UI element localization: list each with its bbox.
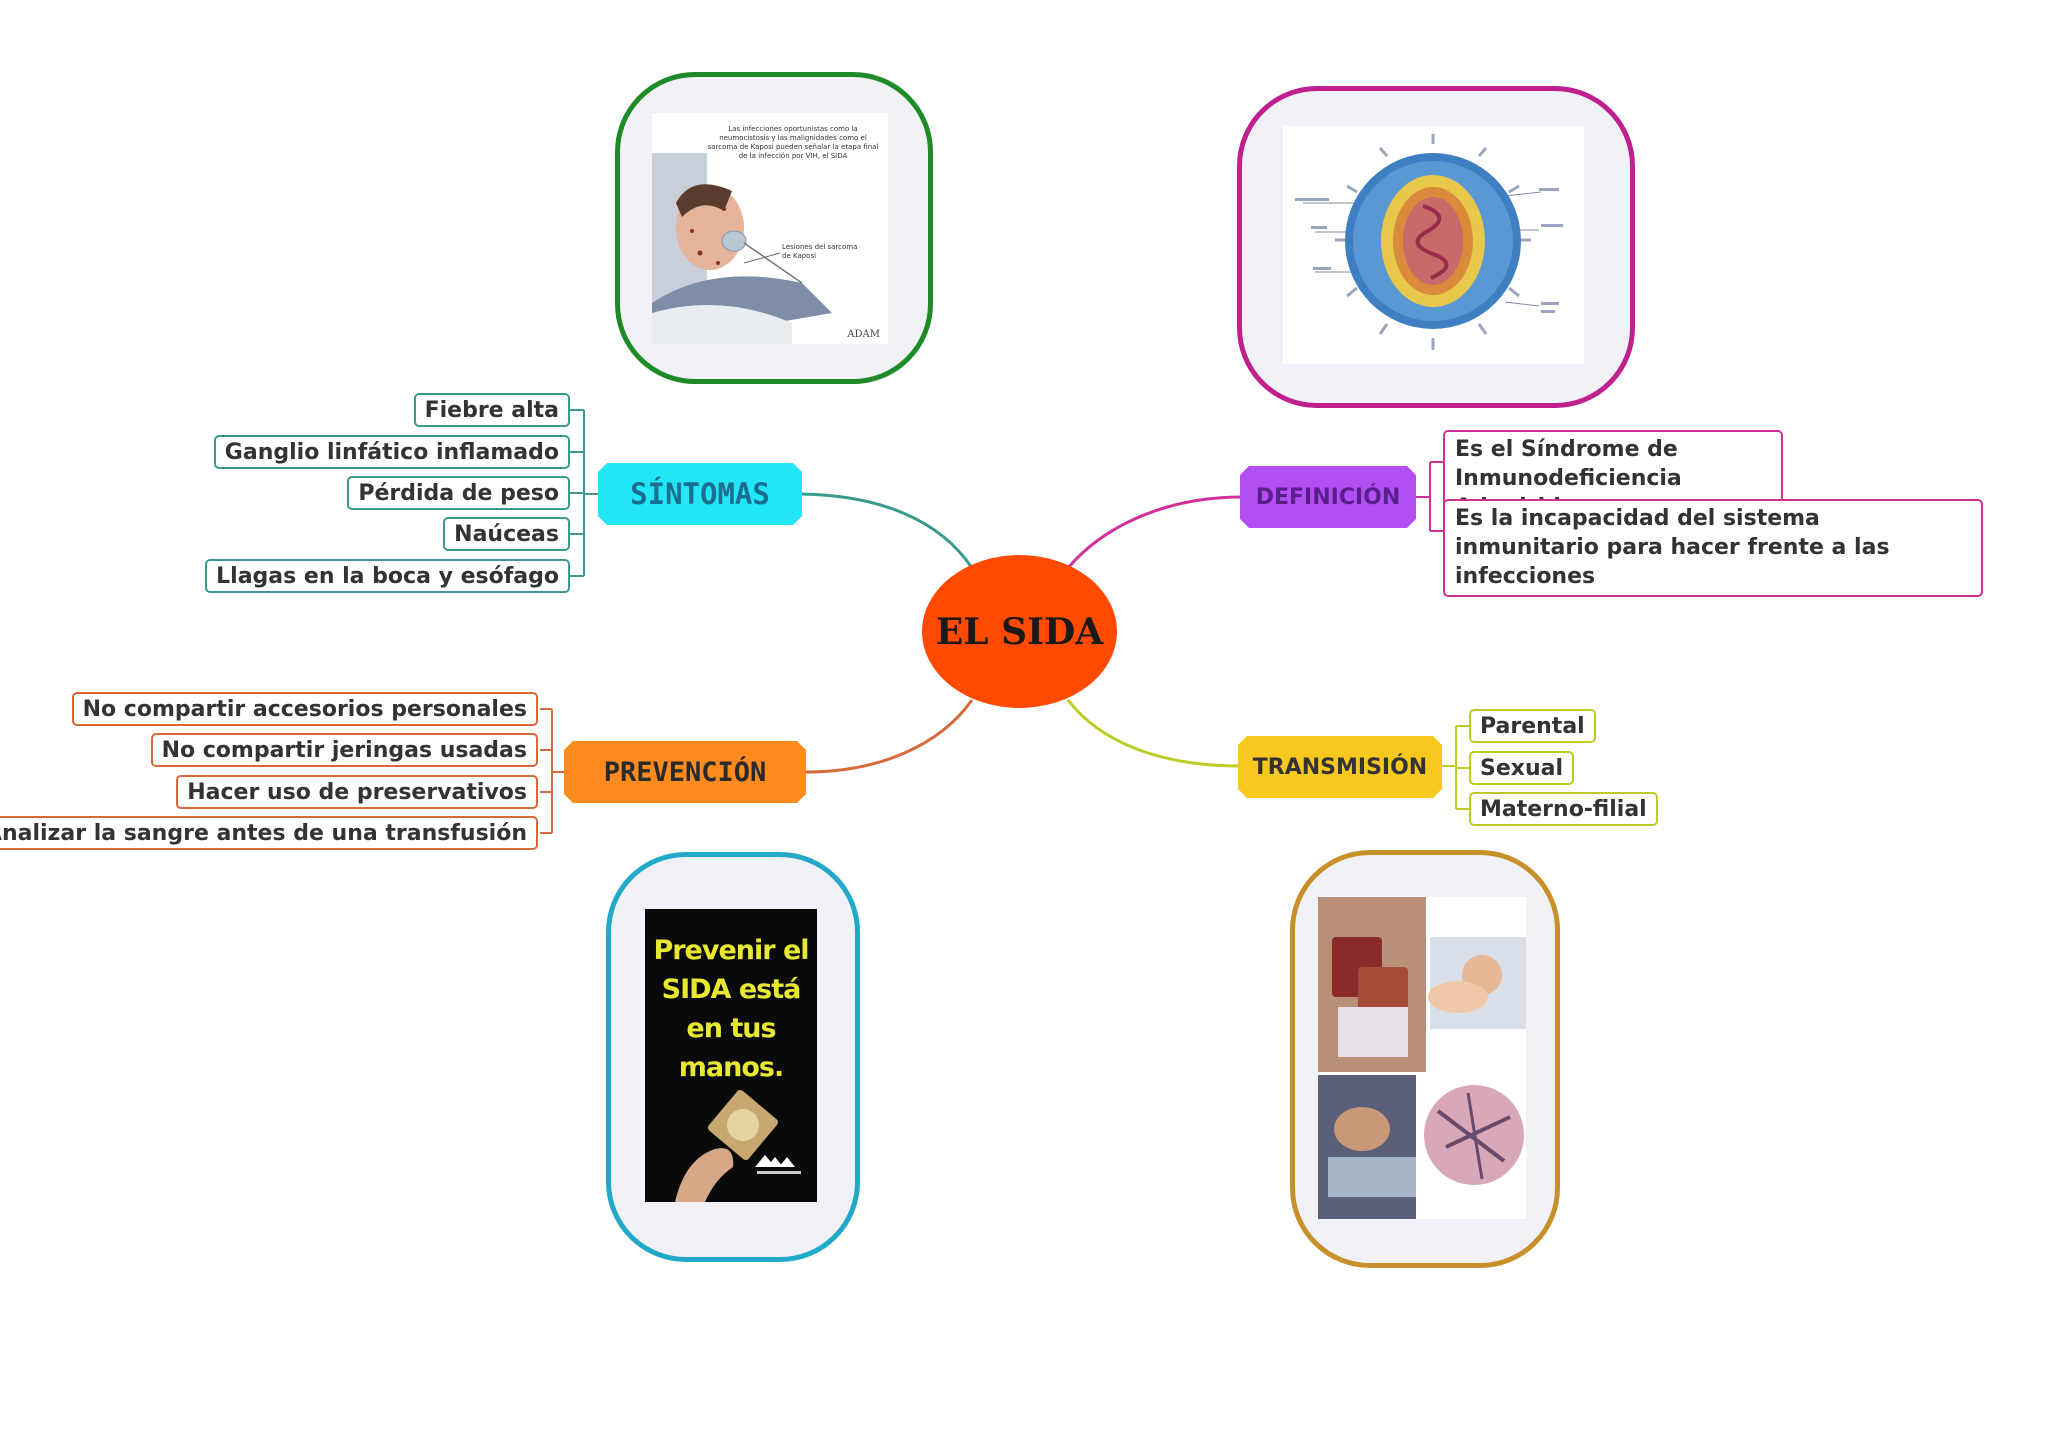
central-topic[interactable]: EL SIDA [922, 555, 1117, 708]
connector-sintomas [799, 492, 974, 569]
sintomas-item[interactable]: Llagas en la boca y esófago [205, 559, 570, 593]
transmission-collage [1318, 897, 1526, 1219]
sintomas-item[interactable]: Ganglio linfático inflamado [213, 435, 570, 469]
transmision-item[interactable]: Parental [1469, 709, 1596, 743]
definicion-item[interactable]: Es la incapacidad del sistema inmunitari… [1443, 499, 1983, 597]
prevencion-bracket [540, 708, 566, 834]
connector-definicion [1066, 495, 1243, 569]
hiv-virus-diagram [1283, 126, 1584, 364]
patient-illustration [652, 153, 832, 344]
prevencion-item[interactable]: No compartir accesorios personales [71, 692, 538, 726]
virus-illustration [1295, 134, 1563, 350]
connector-prevencion [805, 699, 974, 774]
prevencion-item[interactable]: Analizar la sangre antes de una transfus… [0, 816, 538, 850]
central-topic-label: EL SIDA [935, 610, 1104, 653]
prevention-poster: Prevenir el SIDA está en tus manos. [645, 909, 817, 1202]
definicion-bracket [1414, 461, 1443, 532]
branch-sintomas-label: SÍNTOMAS [630, 477, 770, 511]
prevencion-item[interactable]: No compartir jeringas usadas [150, 733, 538, 767]
branch-transmision[interactable]: TRANSMISIÓN [1238, 736, 1442, 798]
connector-transmision [1066, 699, 1241, 768]
sintomas-item[interactable]: Pérdida de peso [347, 476, 570, 510]
prevencion-item[interactable]: Hacer uso de preservativos [176, 775, 538, 809]
branch-transmision-label: TRANSMISIÓN [1252, 754, 1428, 780]
branch-prevencion[interactable]: PREVENCIÓN [564, 741, 806, 803]
transmision-item[interactable]: Materno-filial [1469, 792, 1658, 826]
sintomas-item[interactable]: Naúceas [443, 517, 570, 551]
sintomas-bracket [570, 409, 598, 577]
branch-definicion[interactable]: DEFINICIÓN [1240, 466, 1416, 528]
sintomas-item[interactable]: Fiebre alta [413, 393, 570, 427]
adam-credit: ADAM [847, 329, 880, 340]
transmision-item[interactable]: Sexual [1469, 751, 1575, 785]
kaposi-lesions-label: Lesiones del sarcoma de Kaposi [782, 243, 858, 260]
condom-in-hand-illustration [675, 1090, 801, 1202]
transmision-bracket [1440, 725, 1469, 810]
kaposi-patient-image: Las infecciones oportunistas como la neu… [652, 113, 888, 344]
branch-sintomas[interactable]: SÍNTOMAS [598, 463, 802, 525]
collage-illustration [1318, 897, 1526, 1219]
kaposi-caption: Las infecciones oportunistas como la neu… [707, 125, 879, 160]
branch-definicion-label: DEFINICIÓN [1255, 484, 1401, 510]
poster-text: Prevenir el SIDA está en tus manos. [653, 935, 809, 1083]
branch-prevencion-label: PREVENCIÓN [603, 756, 767, 788]
